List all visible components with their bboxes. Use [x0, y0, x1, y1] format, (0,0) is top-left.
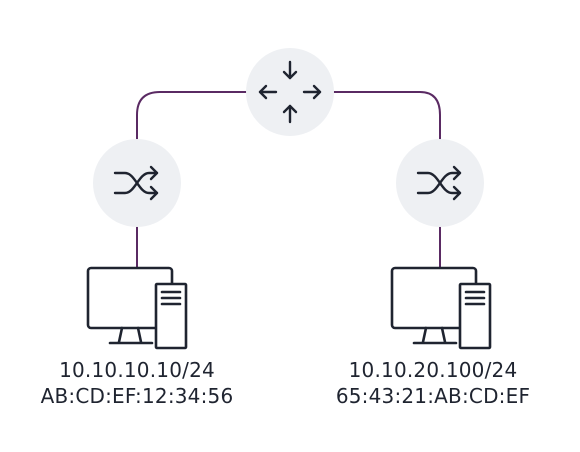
desktop-computer-icon: [390, 266, 492, 350]
left-switch-node[interactable]: [93, 139, 181, 227]
link-router-right-switch: [332, 91, 441, 148]
right-host-node[interactable]: [390, 266, 492, 350]
desktop-computer-icon: [86, 266, 188, 350]
switch-shuffle-icon: [113, 165, 159, 201]
router-node[interactable]: [246, 48, 334, 136]
switch-shuffle-icon: [416, 165, 462, 201]
router-icon: [258, 60, 322, 124]
left-host-mac: AB:CD:EF:12:34:56: [40, 384, 234, 408]
left-host-ip: 10.10.10.10/24: [59, 358, 215, 382]
right-host-ip: 10.10.20.100/24: [348, 358, 518, 382]
right-switch-node[interactable]: [396, 139, 484, 227]
left-host-node[interactable]: [86, 266, 188, 350]
links: [136, 91, 441, 268]
link-router-left-switch: [136, 91, 248, 148]
right-host-mac: 65:43:21:AB:CD:EF: [335, 384, 531, 408]
left-host-label: 10.10.10.10/24 AB:CD:EF:12:34:56: [27, 357, 247, 409]
right-host-label: 10.10.20.100/24 65:43:21:AB:CD:EF: [323, 357, 543, 409]
